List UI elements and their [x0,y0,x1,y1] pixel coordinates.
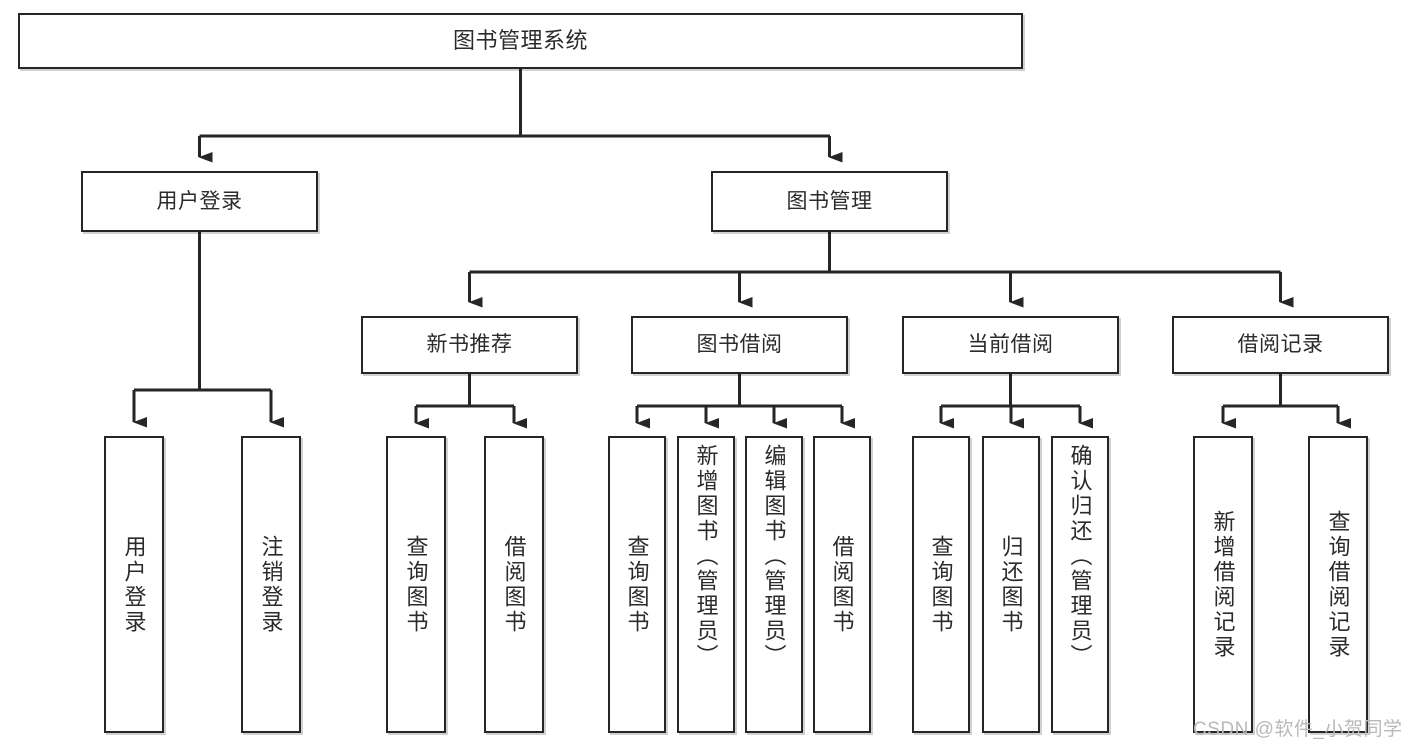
edges-current-borrow-to-leaves [939,374,1093,429]
node-leaf-add-book-label: 新增图书（管理员） [693,444,719,669]
node-user-login-label: 用户登录 [156,189,243,213]
node-root[interactable]: 图书管理系统 [18,13,1023,69]
node-leaf-user-logout-label: 注销登录 [258,534,284,635]
node-leaf-add-record-label: 新增借阅记录 [1210,509,1236,660]
edges-book-manage-to-level3 [468,232,1294,308]
node-borrow-record[interactable]: 借阅记录 [1172,316,1389,374]
node-user-login[interactable]: 用户登录 [81,171,318,232]
node-book-manage[interactable]: 图书管理 [711,171,948,232]
node-leaf-borrow-book-2-label: 借阅图书 [829,534,855,635]
edges-root-to-level2 [198,69,843,163]
node-current-borrow[interactable]: 当前借阅 [902,316,1119,374]
node-leaf-user-login[interactable]: 用户登录 [104,436,164,733]
csdn-watermark: CSDN @软件_小贺同学 [1193,719,1403,740]
node-leaf-add-book[interactable]: 新增图书（管理员） [677,436,735,733]
node-new-book-rec[interactable]: 新书推荐 [361,316,578,374]
node-borrow-record-label: 借阅记录 [1237,333,1324,357]
node-leaf-query-book-1[interactable]: 查询图书 [386,436,446,733]
node-leaf-query-record-label: 查询借阅记录 [1325,509,1351,660]
node-leaf-confirm-return-label: 确认归还（管理员） [1067,444,1093,669]
node-leaf-user-login-label: 用户登录 [121,534,147,635]
edges-borrow-record-to-leaves [1221,374,1351,429]
node-book-borrow-label: 图书借阅 [696,333,783,357]
node-book-manage-label: 图书管理 [786,189,873,213]
node-leaf-confirm-return[interactable]: 确认归还（管理员） [1051,436,1109,733]
edges-new-book-rec-to-leaves [414,374,527,429]
node-leaf-query-record[interactable]: 查询借阅记录 [1308,436,1368,733]
node-leaf-query-book-2-label: 查询图书 [624,534,650,635]
node-leaf-borrow-book-1-label: 借阅图书 [501,534,527,635]
node-leaf-return-book-label: 归还图书 [998,534,1024,635]
node-root-label: 图书管理系统 [452,27,588,53]
node-leaf-query-book-3-label: 查询图书 [928,534,954,635]
node-leaf-edit-book-label: 编辑图书（管理员） [761,444,787,669]
node-leaf-return-book[interactable]: 归还图书 [982,436,1040,733]
node-leaf-query-book-3[interactable]: 查询图书 [912,436,970,733]
edges-book-borrow-to-leaves [635,374,855,429]
node-leaf-user-logout[interactable]: 注销登录 [241,436,301,733]
node-leaf-borrow-book-1[interactable]: 借阅图书 [484,436,544,733]
node-leaf-query-book-2[interactable]: 查询图书 [608,436,666,733]
edges-user-login-to-leaves [132,232,284,428]
node-current-borrow-label: 当前借阅 [967,333,1054,357]
node-new-book-rec-label: 新书推荐 [426,333,513,357]
node-leaf-edit-book[interactable]: 编辑图书（管理员） [745,436,803,733]
node-leaf-query-book-1-label: 查询图书 [403,534,429,635]
node-leaf-borrow-book-2[interactable]: 借阅图书 [813,436,871,733]
node-book-borrow[interactable]: 图书借阅 [631,316,848,374]
node-leaf-add-record[interactable]: 新增借阅记录 [1193,436,1253,733]
